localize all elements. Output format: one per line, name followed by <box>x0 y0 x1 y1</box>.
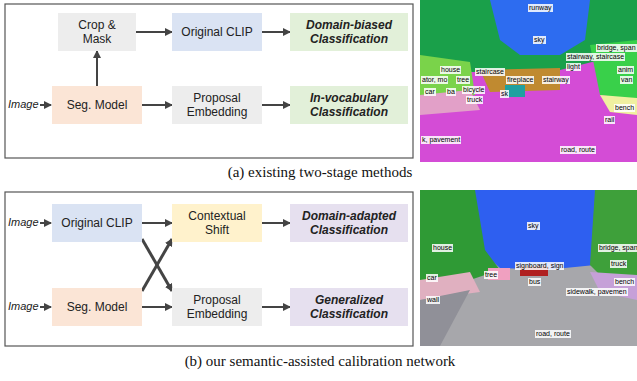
seg-label: runway <box>528 4 553 12</box>
seg-label: stairway <box>542 76 570 84</box>
node-text: Original CLIP <box>61 216 132 230</box>
node-text: Proposal Embedding <box>177 91 257 120</box>
input-arrow <box>40 306 51 308</box>
seg-label: anim <box>617 66 634 74</box>
seg-label: ator, mo <box>421 76 448 84</box>
seg-label: road, route <box>535 330 571 338</box>
seg-label: car <box>424 88 436 96</box>
node-text: In-vocabulary Classification <box>295 91 403 120</box>
seg-label: bridge, span <box>596 44 637 52</box>
seg-label: fireplace <box>506 76 534 84</box>
seg-label: house <box>440 66 461 74</box>
node-text: Seg. Model <box>67 300 128 314</box>
seg-label: light <box>566 63 581 71</box>
seg-label: bicycle <box>462 86 485 94</box>
seg-label: sidewalk, pavemen <box>566 288 628 296</box>
connector-arrow <box>142 239 172 291</box>
classification-box: Domain-adapted Classification <box>290 204 408 242</box>
clip-box: Original CLIP <box>172 13 262 51</box>
seg-label: tree <box>484 271 498 279</box>
seg-label: wall <box>426 296 440 304</box>
connector-arrow <box>136 31 172 33</box>
connector-arrow <box>262 104 290 106</box>
connector-arrow <box>142 306 172 308</box>
segmentation-map-a <box>420 0 637 162</box>
seg-label: bench <box>614 104 635 112</box>
connector-arrow <box>142 104 172 106</box>
seg-label: sky <box>533 36 546 44</box>
seg-label: sk <box>500 90 509 98</box>
connector-arrow <box>262 222 290 224</box>
seg-label: bus <box>528 278 541 286</box>
node-text: Crop & Mask <box>63 18 131 47</box>
classification-box: In-vocabulary Classification <box>290 86 408 124</box>
crop-mask-box: Crop & Mask <box>58 13 136 51</box>
seg-label: bridge, span <box>598 244 637 252</box>
clip-box: Original CLIP <box>52 204 142 242</box>
node-text: Domain-biased Classification <box>295 18 403 47</box>
panel-frame <box>5 4 413 158</box>
seg-label: van <box>620 76 633 84</box>
seg-label: truck <box>610 260 627 268</box>
seg-model-box: Seg. Model <box>52 86 142 124</box>
contextual-shift-box: Contextual Shift <box>172 204 262 242</box>
seg-label: car <box>426 274 438 282</box>
panel-frame <box>5 192 413 346</box>
seg-label: ba <box>446 88 456 96</box>
seg-label: k, pavement <box>421 136 461 144</box>
node-text: Contextual Shift <box>177 209 257 238</box>
image-label: Image <box>8 98 39 110</box>
caption: (a) existing two-stage methods <box>5 164 635 181</box>
connector-arrow <box>142 239 172 291</box>
seg-label: tree <box>456 76 470 84</box>
connector-arrow <box>96 51 98 86</box>
node-text: Proposal Embedding <box>177 293 257 322</box>
classification-box: Generalized Classification <box>290 288 408 326</box>
connector-arrow <box>142 222 172 224</box>
seg-label: staircase <box>475 68 505 76</box>
seg-label: rail <box>604 116 615 124</box>
seg-label: sky <box>527 222 540 230</box>
node-text: Generalized Classification <box>295 293 403 322</box>
seg-label: stairway, staircase <box>566 53 625 61</box>
connector-arrow <box>262 306 290 308</box>
node-text: Original CLIP <box>181 25 252 39</box>
seg-label: truck <box>466 96 483 104</box>
image-label: Image <box>8 300 39 312</box>
connector-arrow <box>262 31 290 33</box>
seg-label: signboard, sign <box>515 262 564 270</box>
segmentation-map-b <box>420 190 637 346</box>
input-arrow <box>40 104 51 106</box>
classification-box: Domain-biased Classification <box>290 13 408 51</box>
input-arrow <box>40 222 51 224</box>
node-text: Domain-adapted Classification <box>295 209 403 238</box>
proposal-box: Proposal Embedding <box>172 86 262 124</box>
proposal-box: Proposal Embedding <box>172 288 262 326</box>
node-text: Seg. Model <box>67 98 128 112</box>
image-label: Image <box>8 216 39 228</box>
seg-label: road, route <box>560 146 596 154</box>
caption: (b) our semantic-assisted calibration ne… <box>5 353 635 370</box>
seg-label: house <box>432 244 453 252</box>
seg-model-box: Seg. Model <box>52 288 142 326</box>
seg-label: bench <box>614 278 635 286</box>
